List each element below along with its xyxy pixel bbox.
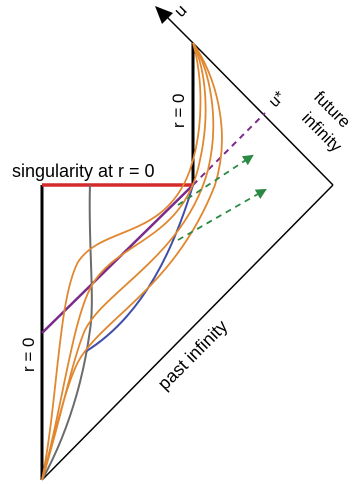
shell-curve-1 (41, 42, 202, 481)
u-axis-arrowhead-icon (155, 6, 173, 24)
apparent-horizon-curve (41, 184, 93, 481)
singularity-label: singularity at r = 0 (12, 161, 155, 181)
r-zero-left-label: r = 0 (19, 338, 38, 373)
u-star-label: u* (266, 88, 289, 111)
r-zero-top-label: r = 0 (169, 94, 188, 129)
event-horizon-curve (84, 184, 194, 353)
null-ray-lower (177, 188, 267, 241)
shell-curve-4 (41, 42, 223, 481)
null-ray-upper (177, 154, 254, 206)
shell-curve-2 (41, 42, 207, 481)
u-axis-label: u (170, 1, 190, 21)
u-axis (163, 13, 194, 44)
shell-trajectories (41, 42, 223, 481)
past-infinity-boundary (41, 184, 334, 481)
u-star-line-dashed (192, 112, 266, 186)
